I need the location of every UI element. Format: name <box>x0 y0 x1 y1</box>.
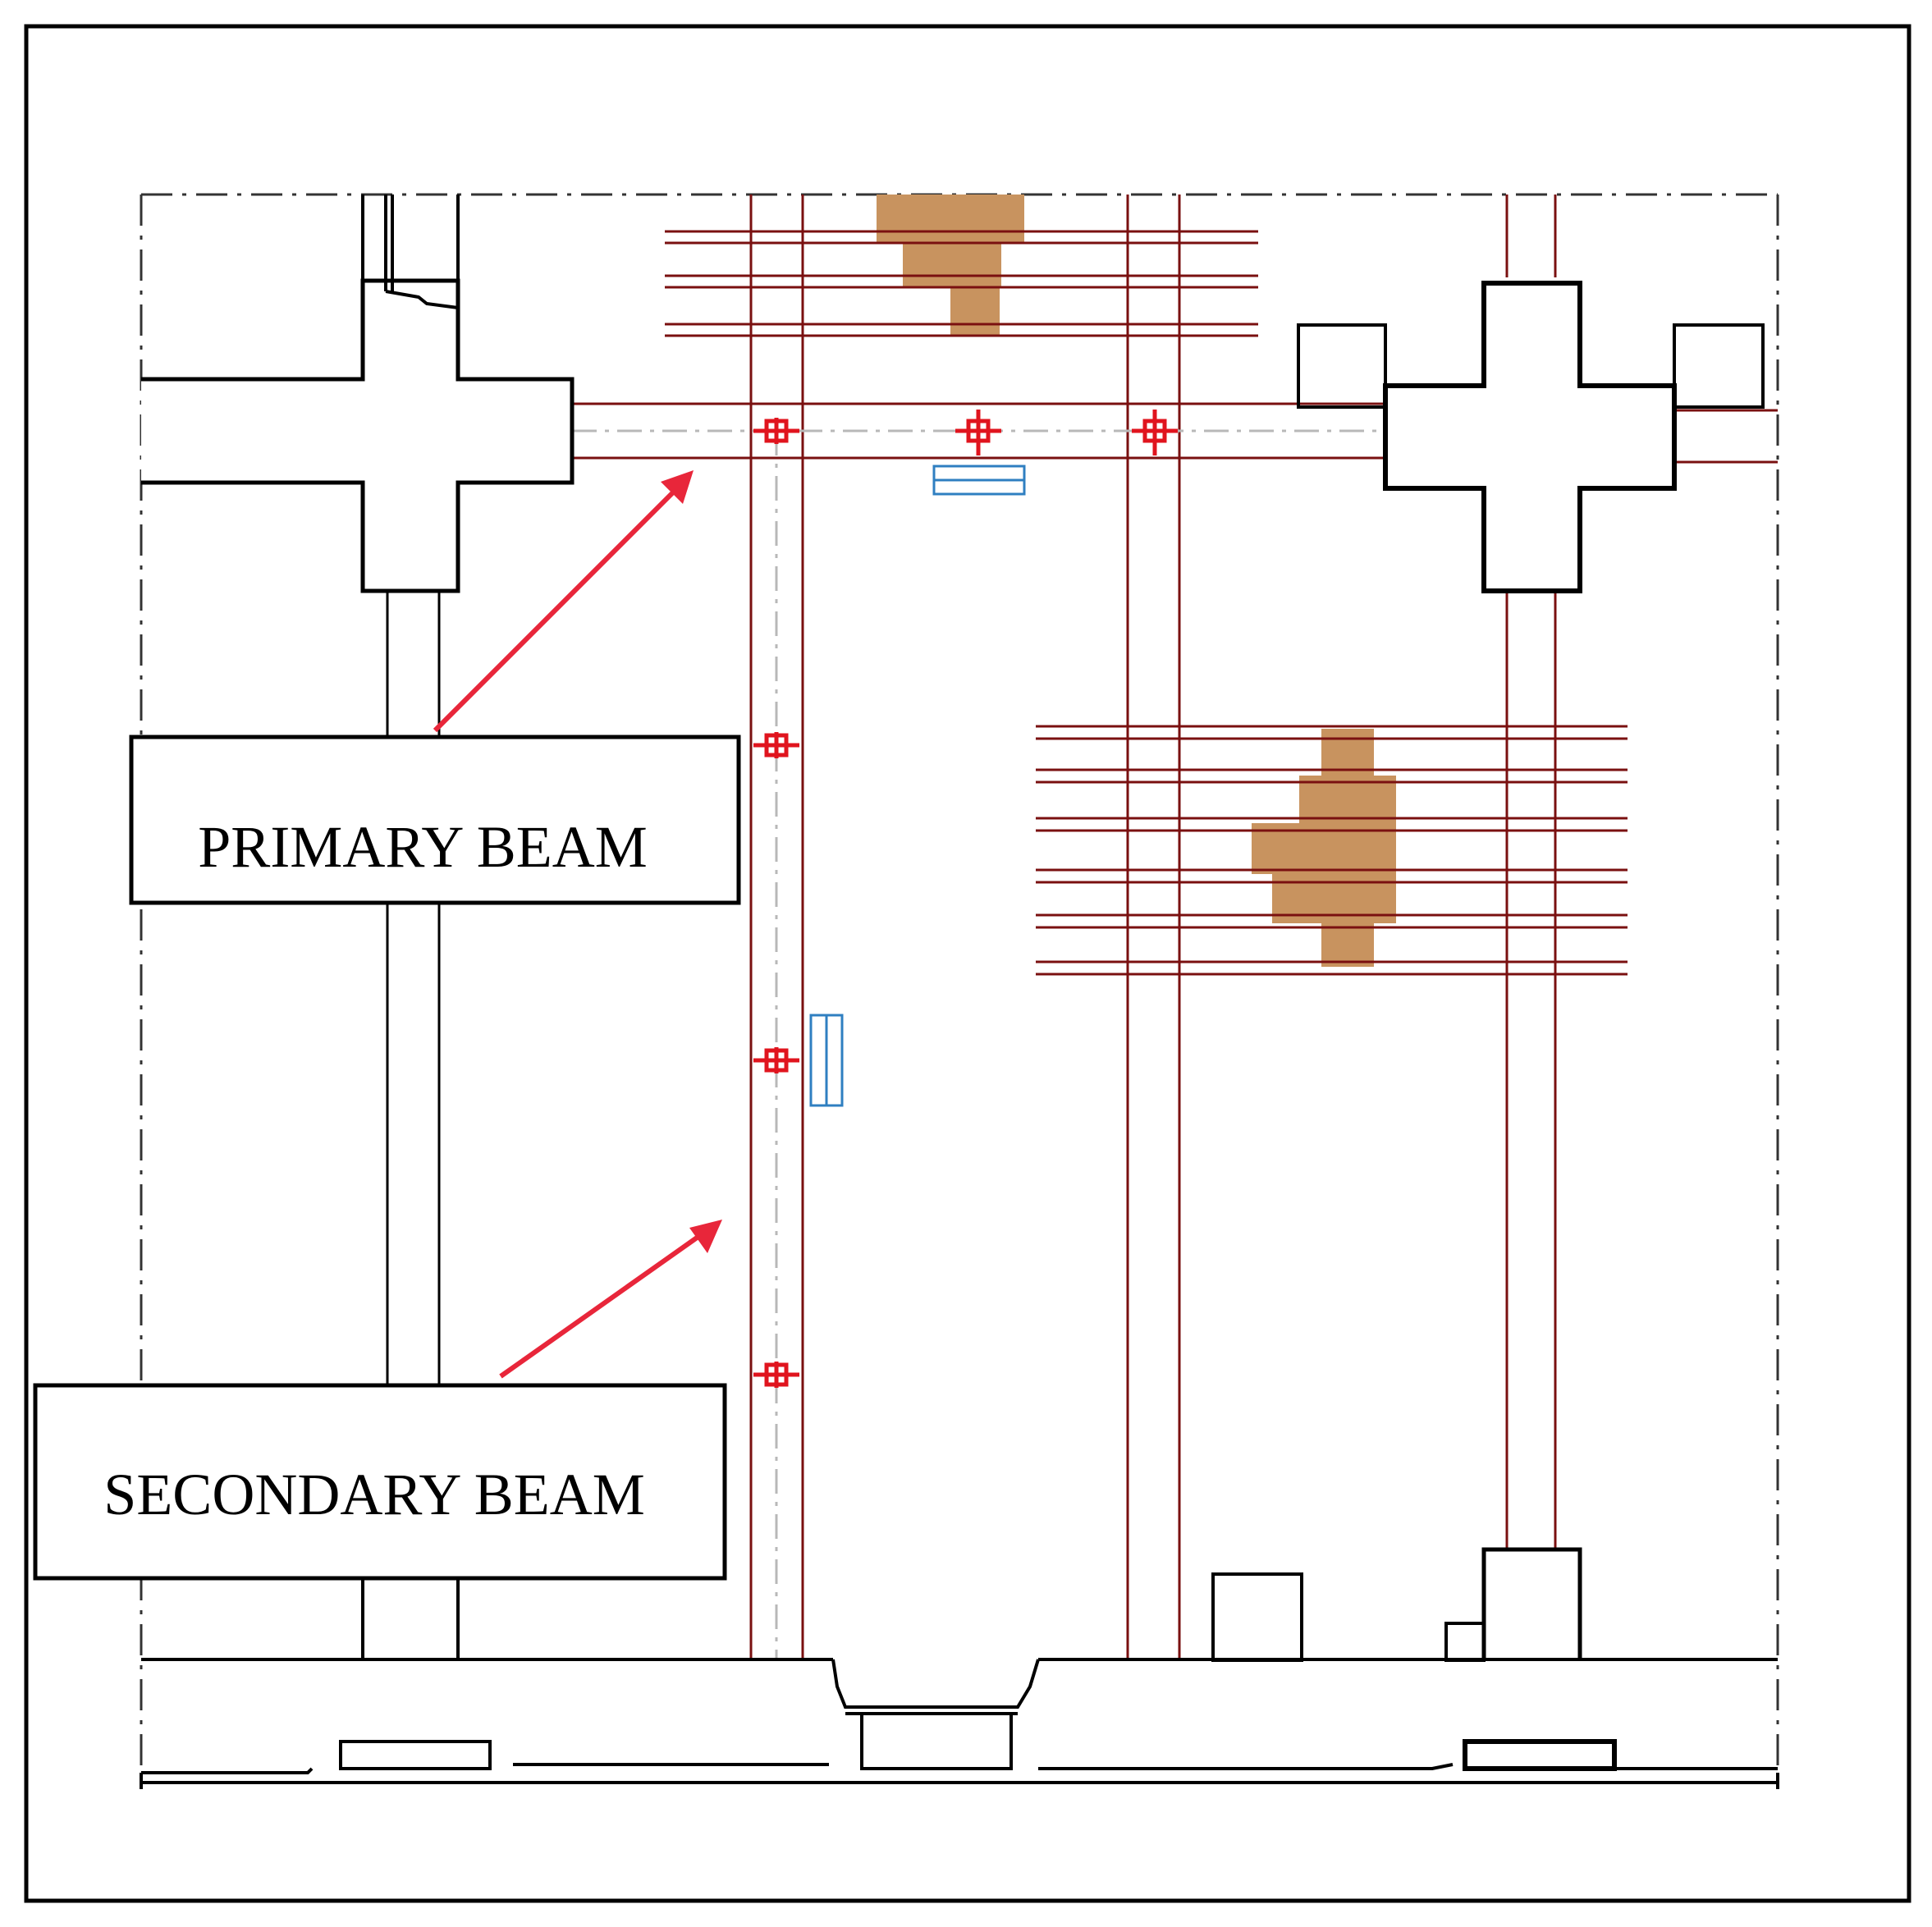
bottom-wall <box>140 1658 1779 1789</box>
column-marker <box>753 1362 799 1388</box>
drawing-frame <box>24 24 1911 1903</box>
bottom-opening-left <box>339 1740 492 1770</box>
column-marker <box>753 1047 799 1073</box>
secondary-beam-lines <box>749 195 1557 1659</box>
column-marker <box>955 410 1001 455</box>
column-marker <box>1132 410 1178 455</box>
opening-horizontal <box>932 465 1026 496</box>
rebar-mesh-right <box>1036 725 1628 976</box>
slab-patch-right <box>1252 729 1396 967</box>
primary-beam-lines <box>572 402 1778 464</box>
primary-beam-label: PRIMARY BEAM <box>129 735 741 905</box>
column-bottom-right <box>1481 1547 1582 1659</box>
column-marker <box>753 732 799 758</box>
primary-beam-arrow <box>433 470 694 733</box>
secondary-beam-label-text: SECONDARY BEAM <box>103 1462 644 1527</box>
column-right <box>1383 281 1677 593</box>
column-marker <box>753 418 799 444</box>
opening-vertical <box>809 1014 844 1107</box>
bottom-opening-right <box>1463 1739 1617 1771</box>
rebar-mesh-top <box>665 230 1258 337</box>
secondary-beam-arrow <box>499 1220 722 1379</box>
column-markers <box>753 410 1178 1388</box>
secondary-beam-label: SECONDARY BEAM <box>33 1383 727 1581</box>
wall-stub-top-left <box>361 195 460 309</box>
column-left <box>141 278 575 593</box>
column-bottom-left <box>361 1580 460 1659</box>
primary-beam-label-text: PRIMARY BEAM <box>198 814 647 880</box>
slab-patch-top <box>877 195 1024 335</box>
